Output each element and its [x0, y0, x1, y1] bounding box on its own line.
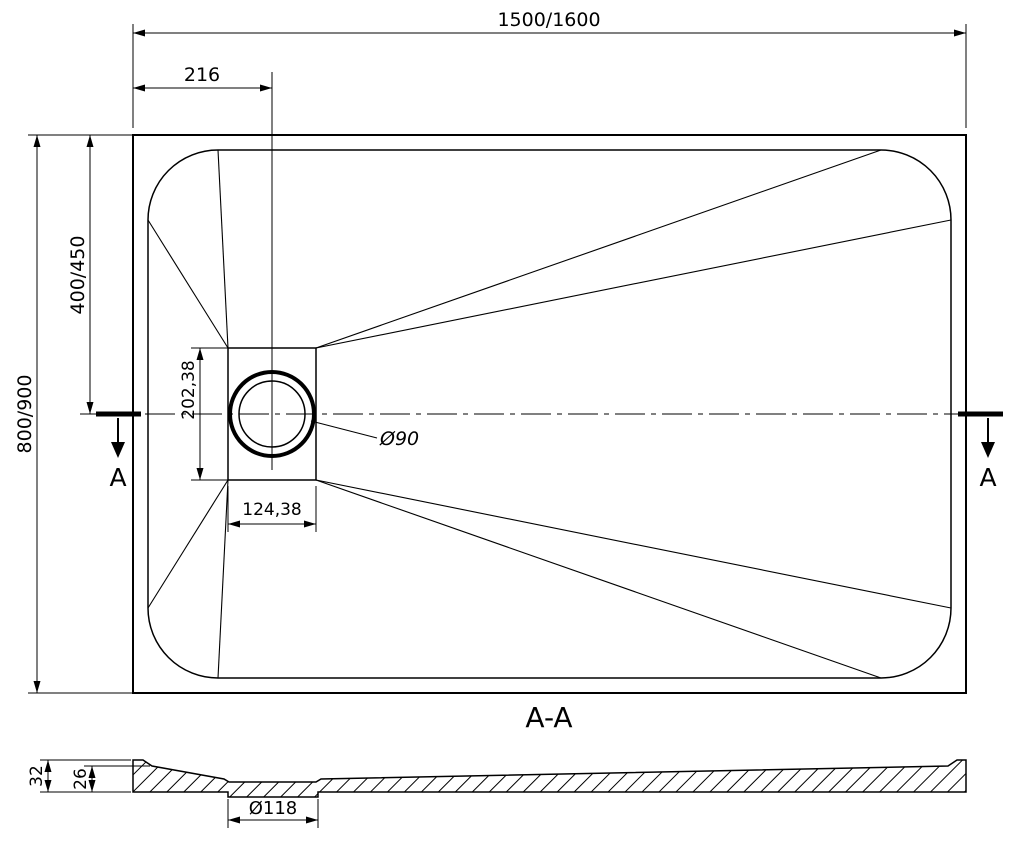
- dimension-inner-depth: 26: [71, 765, 150, 792]
- dim-drain-box-width-label: 124,38: [242, 500, 301, 520]
- dimension-drain-offset-y: 400/450: [67, 135, 98, 415]
- slope-lines: [147, 149, 952, 679]
- top-view: A A 1500/1600 216 800/900: [14, 9, 1003, 694]
- section-arrow-right-head-icon: [981, 442, 995, 458]
- dim-drain-diameter-label: Ø90: [379, 428, 419, 450]
- section-letter-right: A: [979, 463, 996, 492]
- dimension-overall-width: 1500/1600: [132, 9, 967, 128]
- dimension-drain-offset-x: 216: [133, 64, 272, 92]
- dimension-drain-recess-diameter: Ø118: [227, 798, 319, 828]
- section-arrow-left-head-icon: [111, 442, 125, 458]
- dimension-drain-box-height: 202,38: [179, 347, 228, 481]
- dim-drain-offset-y-label: 400/450: [67, 236, 89, 315]
- section-view: A-A 32 26 Ø118: [27, 701, 967, 828]
- dim-drain-box-height-label: 202,38: [179, 360, 199, 419]
- dim-overall-depth-label: 800/900: [14, 375, 36, 454]
- section-letter-left: A: [109, 463, 126, 492]
- dimension-drain-box-width: 124,38: [227, 486, 317, 532]
- dim-overall-width-label: 1500/1600: [497, 9, 600, 31]
- dimension-overall-depth: 800/900: [14, 134, 133, 694]
- tray-section-profile: [132, 759, 967, 798]
- dim-total-height-label: 32: [27, 765, 47, 787]
- dim-inner-depth-label: 26: [71, 768, 91, 790]
- section-title: A-A: [525, 701, 572, 734]
- section-arrow-left: A: [109, 418, 127, 492]
- dim-drain-recess-diameter-label: Ø118: [249, 798, 298, 819]
- dimension-drain-diameter: Ø90: [310, 420, 419, 450]
- section-arrow-right: A: [979, 418, 997, 492]
- dim-drain-offset-x-label: 216: [184, 64, 220, 86]
- dimension-total-height: 32: [27, 759, 131, 793]
